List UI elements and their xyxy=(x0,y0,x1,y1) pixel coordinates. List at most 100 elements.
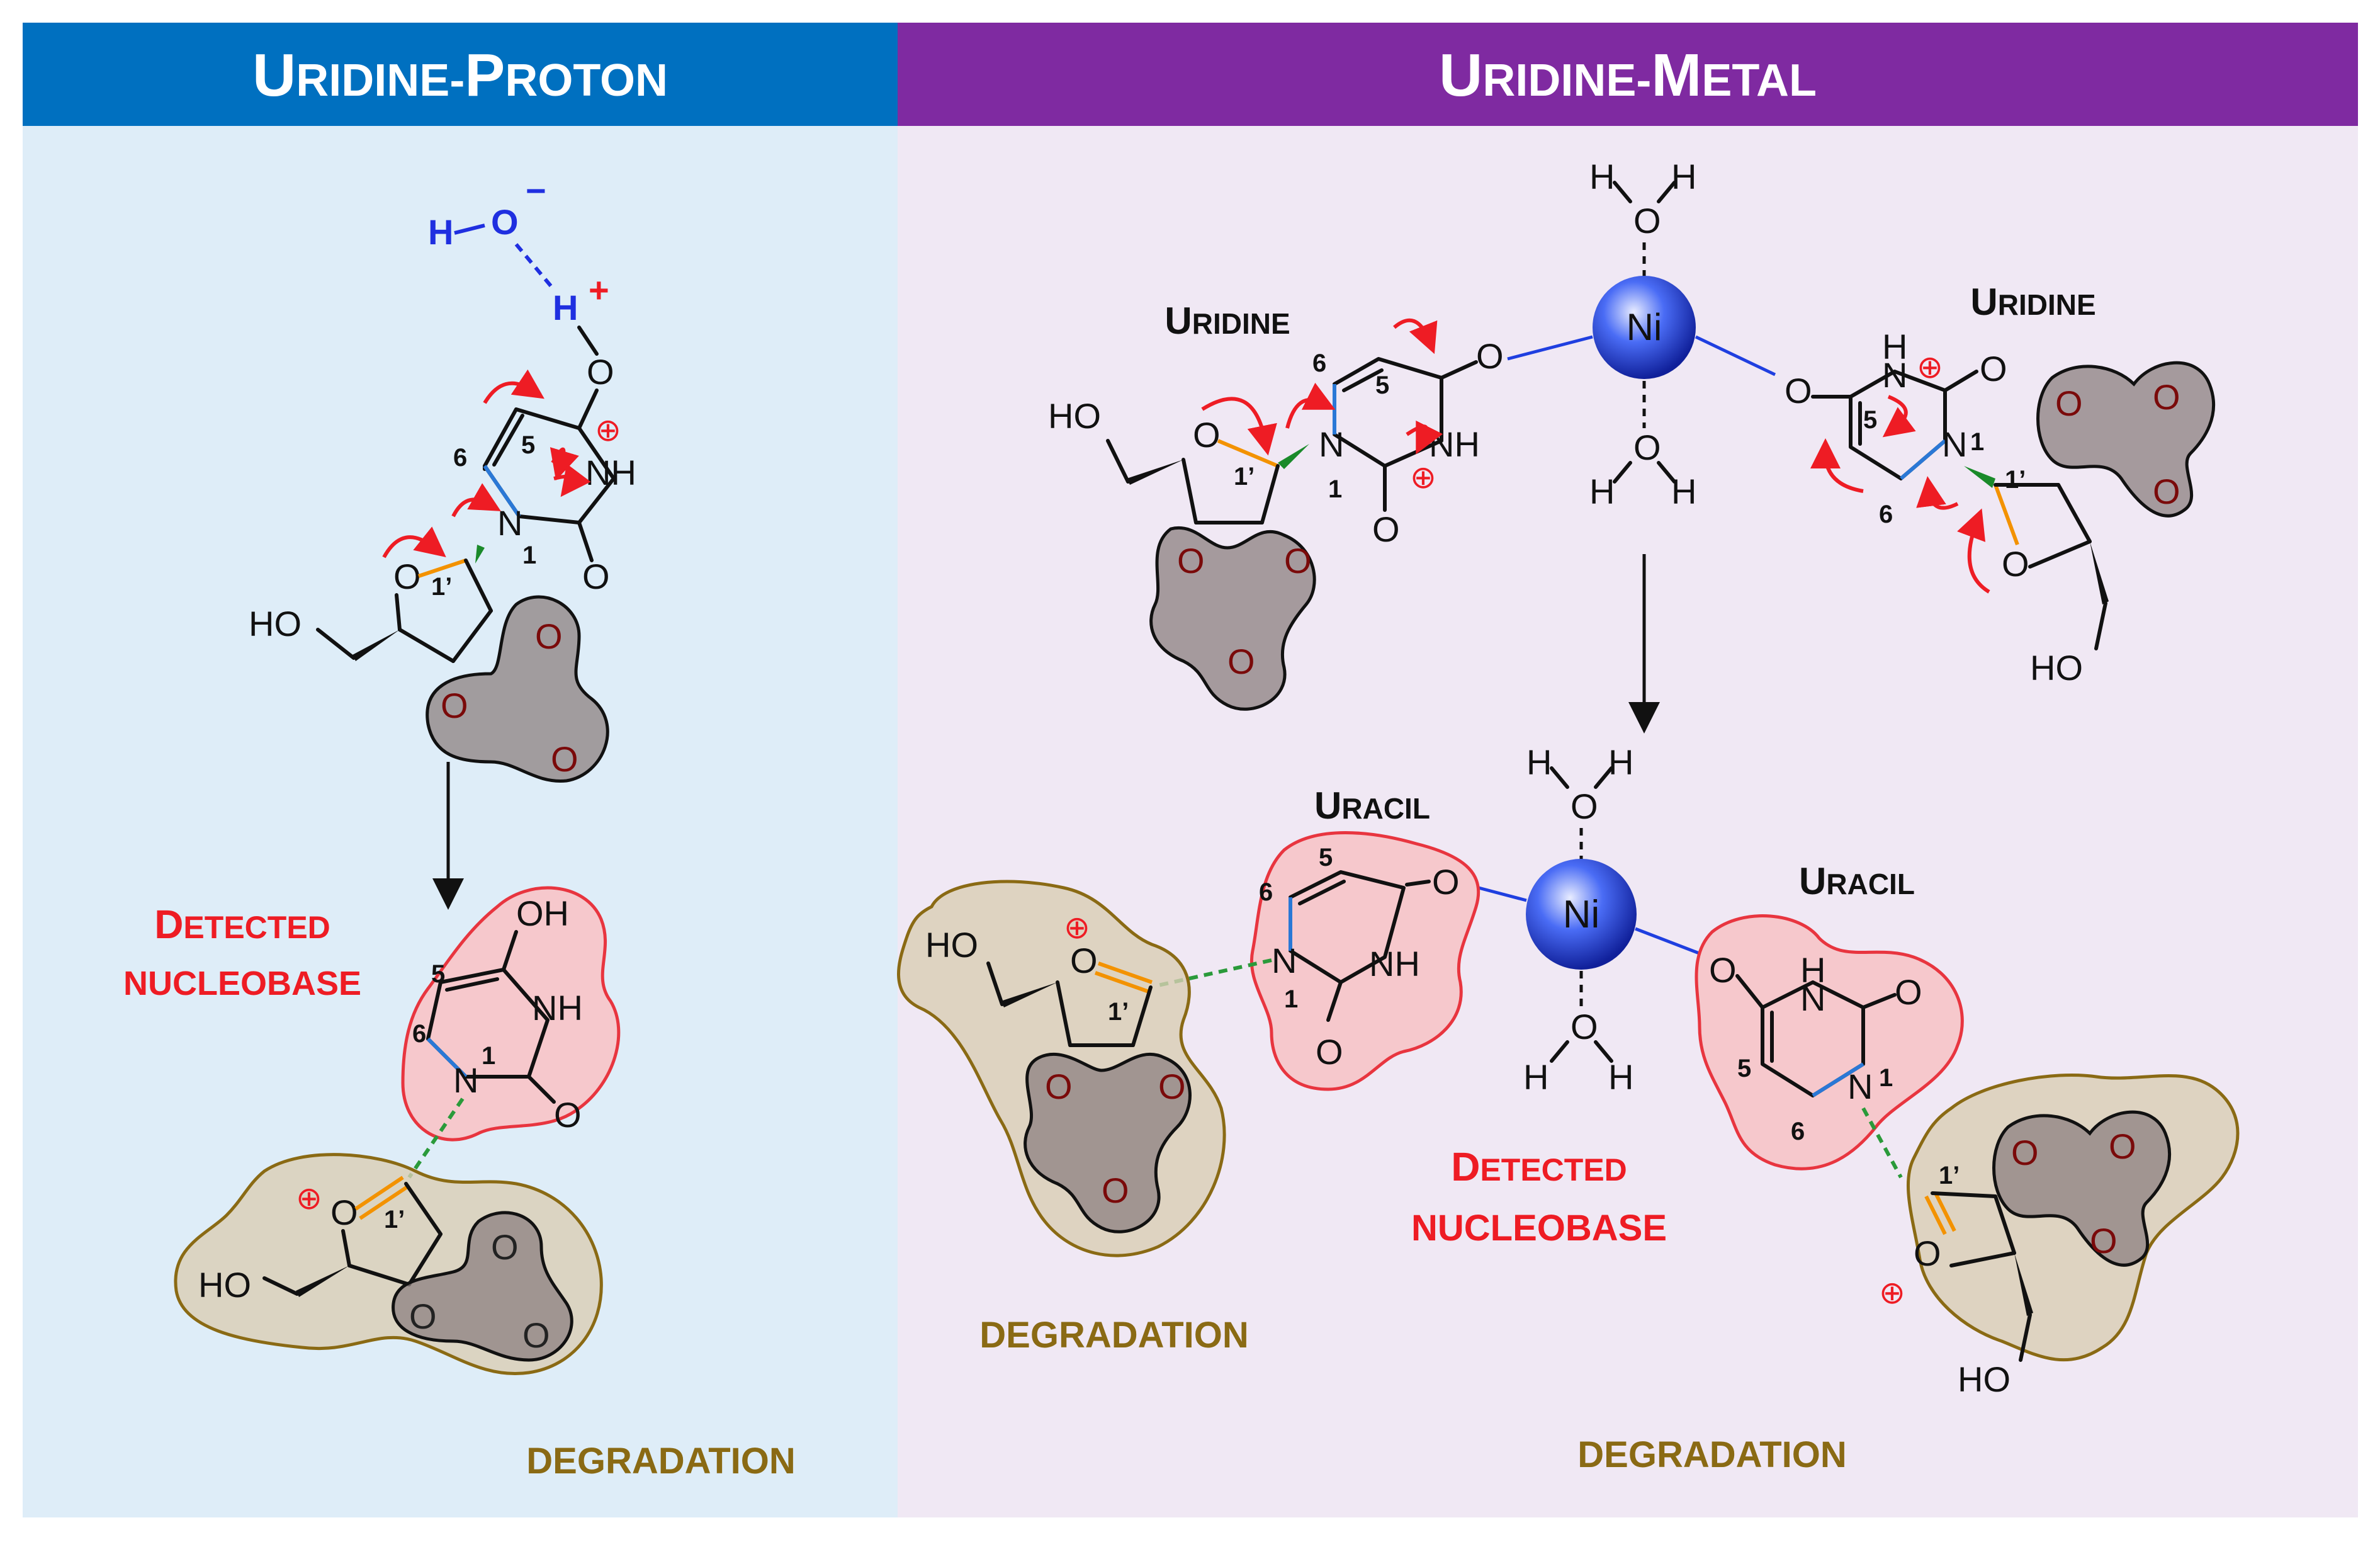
nickel-atom-bottom xyxy=(1526,859,1637,970)
n5-left: 5 xyxy=(521,431,535,459)
svg-text:5: 5 xyxy=(1319,844,1333,871)
svg-text:N: N xyxy=(1847,1067,1873,1106)
ho-deg-left: HO xyxy=(198,1265,251,1305)
svg-text:H: H xyxy=(1526,742,1552,782)
left-panel-header xyxy=(23,23,898,126)
nh-plus-left: ⊕ xyxy=(595,412,621,448)
proton-plus: + xyxy=(589,270,609,310)
svg-text:O: O xyxy=(409,1296,437,1336)
svg-text:N: N xyxy=(1800,978,1825,1018)
svg-text:NH: NH xyxy=(1369,944,1420,984)
svg-text:O: O xyxy=(2153,472,2180,511)
plus-deg-left: ⊕ xyxy=(296,1181,322,1216)
svg-text:O: O xyxy=(1571,1007,1598,1046)
svg-text:O: O xyxy=(491,1227,519,1267)
svg-text:NH: NH xyxy=(1429,424,1480,464)
hydroxide-o: O xyxy=(491,202,519,242)
degradation-label-right: DEGRADATION xyxy=(1577,1434,1846,1475)
n6-base-left: 6 xyxy=(412,1020,426,1048)
ring-o-left: O xyxy=(393,557,421,596)
svg-text:H: H xyxy=(1608,742,1633,782)
svg-text:H: H xyxy=(1523,1057,1548,1097)
svg-text:O: O xyxy=(2109,1126,2136,1166)
o-base-left: O xyxy=(554,1095,582,1135)
svg-text:O: O xyxy=(1070,941,1098,980)
svg-text:1: 1 xyxy=(1879,1064,1893,1092)
svg-text:O: O xyxy=(1316,1032,1343,1072)
carboxylate-group-left xyxy=(426,595,609,783)
svg-text:N: N xyxy=(1272,941,1297,980)
uridine-label-a: URIDINE xyxy=(1165,300,1290,342)
svg-text:H: H xyxy=(1589,157,1615,196)
svg-text:5: 5 xyxy=(1375,371,1389,399)
svg-text:O: O xyxy=(1284,541,1312,581)
right-panel-header xyxy=(898,23,2358,126)
svg-text:H: H xyxy=(1589,472,1615,511)
svg-text:H: H xyxy=(1608,1057,1633,1097)
svg-text:H: H xyxy=(1882,327,1907,366)
svg-text:O: O xyxy=(441,686,468,725)
n5-base-left: 5 xyxy=(431,960,445,988)
ho-left: HO xyxy=(249,604,302,643)
svg-text:1: 1 xyxy=(1970,428,1984,456)
nucleobase-blob-right-a xyxy=(1250,831,1480,1091)
carbonyl-o-left: O xyxy=(582,557,610,596)
svg-text:N: N xyxy=(1942,424,1967,464)
svg-text:HO: HO xyxy=(2030,648,2083,688)
svg-text:1’: 1’ xyxy=(1939,1162,1960,1189)
svg-text:6: 6 xyxy=(1312,349,1326,377)
svg-text:⊕: ⊕ xyxy=(1064,910,1090,945)
svg-text:O: O xyxy=(1571,786,1598,826)
n1-left: N xyxy=(497,503,522,543)
svg-text:6: 6 xyxy=(1259,878,1273,906)
svg-text:O: O xyxy=(1372,509,1400,549)
nucleobase-blob-right-b xyxy=(1695,914,1964,1171)
uracil-label-a: URACIL xyxy=(1314,785,1430,827)
ring-o-deg-left: O xyxy=(330,1193,358,1232)
svg-text:H: H xyxy=(1671,472,1696,511)
svg-text:O: O xyxy=(1476,336,1504,376)
svg-text:O: O xyxy=(2153,377,2180,417)
svg-text:⊕: ⊕ xyxy=(1917,349,1943,385)
n6-left: 6 xyxy=(453,444,467,472)
degradation-label-mid: DEGRADATION xyxy=(979,1315,1248,1356)
svg-text:O: O xyxy=(1914,1233,1941,1273)
left-panel-title: URIDINE-PROTON xyxy=(252,42,668,109)
nucleobase-blob-left xyxy=(401,886,621,1142)
oh-left: OH xyxy=(516,893,569,933)
svg-text:H: H xyxy=(1800,950,1825,990)
svg-text:O: O xyxy=(522,1315,550,1355)
svg-text:N: N xyxy=(1882,355,1907,395)
svg-text:5: 5 xyxy=(1863,406,1877,434)
svg-text:1’: 1’ xyxy=(2005,466,2026,494)
svg-text:HO: HO xyxy=(1958,1359,2011,1399)
hydroxide-minus: − xyxy=(526,171,546,210)
carboxylate-group-a xyxy=(1149,526,1316,711)
svg-text:HO: HO xyxy=(1048,396,1101,436)
svg-text:O: O xyxy=(2002,544,2029,584)
n-base-left: N xyxy=(453,1060,478,1100)
detected-label-left-line1: DETECTED xyxy=(154,902,330,947)
svg-text:1: 1 xyxy=(1284,985,1298,1013)
detected-label-left-line2: NUCLEOBASE xyxy=(123,965,361,1002)
svg-text:O: O xyxy=(1045,1067,1073,1106)
svg-text:O: O xyxy=(1633,201,1661,241)
svg-text:O: O xyxy=(1785,371,1812,411)
right-panel-title: URIDINE-METAL xyxy=(1439,42,1817,109)
svg-text:O: O xyxy=(2090,1221,2118,1261)
svg-text:O: O xyxy=(1432,862,1460,902)
svg-text:O: O xyxy=(535,616,563,656)
uracil-label-b: URACIL xyxy=(1799,860,1915,902)
hydroxyl-o-left: O xyxy=(587,352,614,392)
carboxylate-deg-left xyxy=(392,1211,573,1362)
svg-text:1’: 1’ xyxy=(1234,463,1255,490)
svg-text:O: O xyxy=(551,739,578,779)
svg-text:O: O xyxy=(1709,950,1737,990)
proton-h: H xyxy=(553,288,578,327)
nh-base-left: NH xyxy=(532,988,583,1028)
detected-label-right-line2: NUCLEOBASE xyxy=(1411,1208,1667,1249)
svg-text:1’: 1’ xyxy=(1108,998,1129,1026)
detected-label-right-line1: DETECTED xyxy=(1451,1144,1627,1189)
